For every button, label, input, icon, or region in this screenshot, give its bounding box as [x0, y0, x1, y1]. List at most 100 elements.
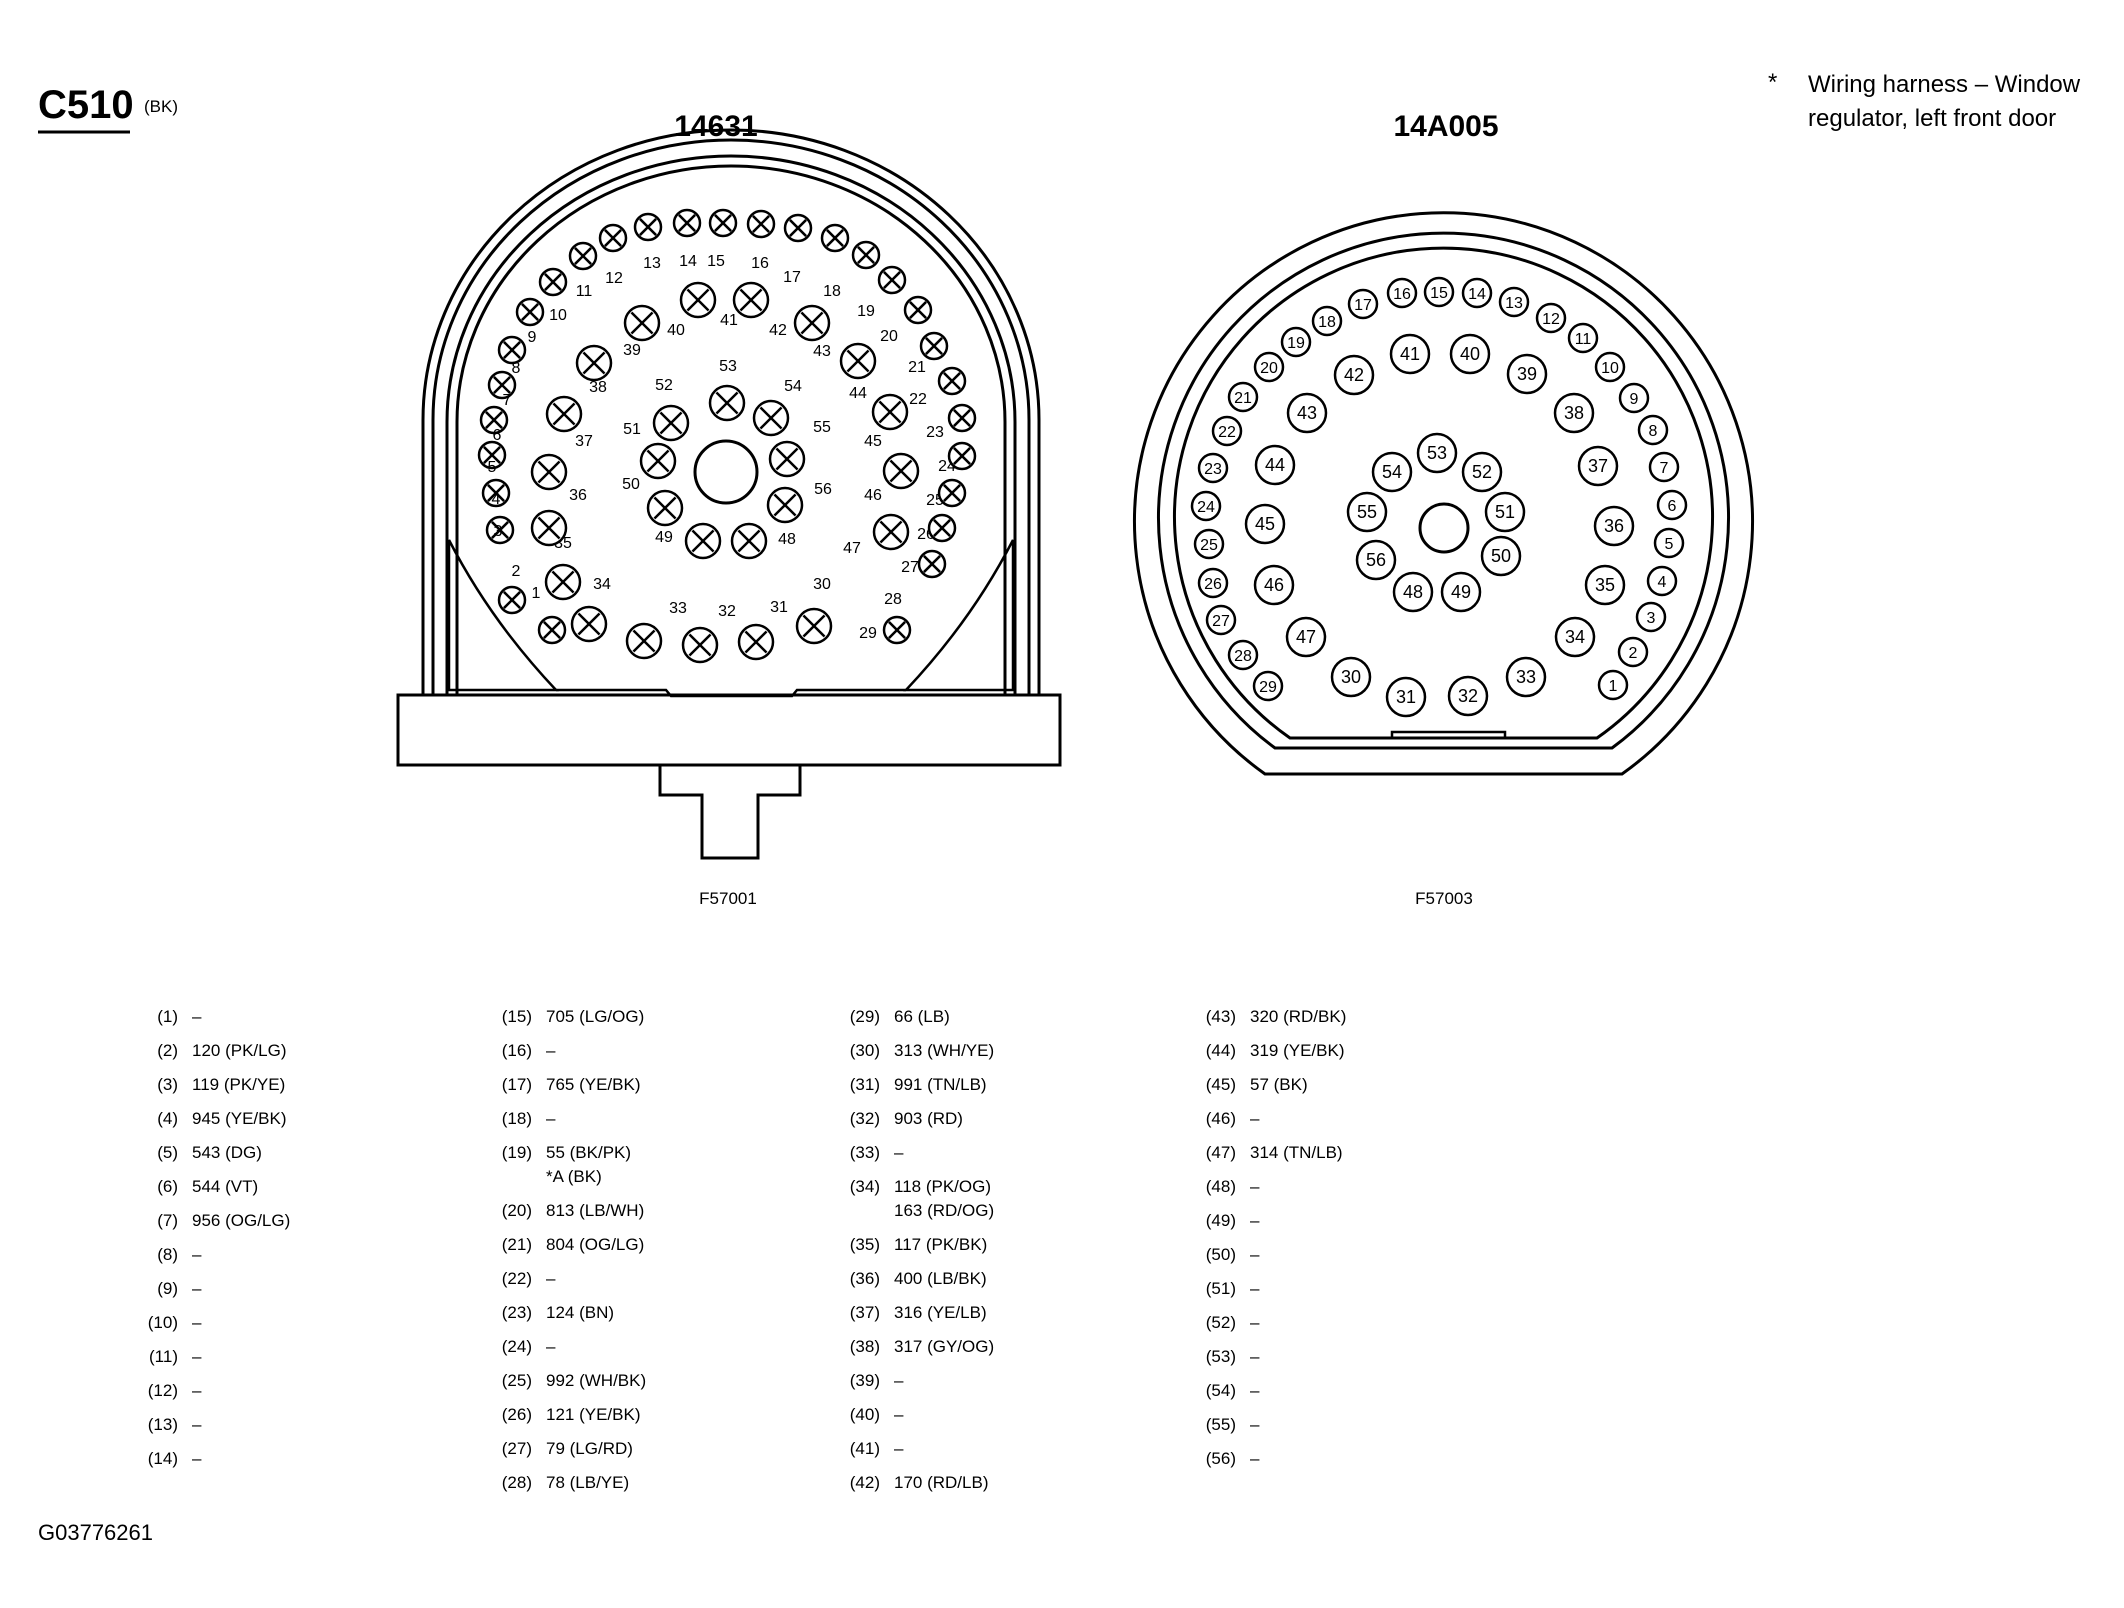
pinout-wire-line: –	[1250, 1381, 1260, 1400]
pinout-wire-value: –	[546, 1267, 555, 1291]
pin-cavity: 45	[1244, 503, 1286, 545]
pin-number-label: 5	[1665, 536, 1674, 553]
pin-cavity: 32	[1447, 675, 1489, 717]
pinout-wire-line: –	[1250, 1347, 1260, 1366]
blocked-pin-cavity: 2	[497, 563, 527, 615]
pinout-pin-number: (46)	[1205, 1109, 1236, 1128]
pin-number-label: 23	[926, 424, 944, 441]
pinout-pin-number: (35)	[849, 1235, 880, 1254]
pinout-row: (29)66 (LB)	[830, 1000, 1160, 1034]
pin-number-label: 47	[1296, 627, 1316, 647]
pinout-row: (44)319 (YE/BK)	[1186, 1034, 1516, 1068]
pin-number-label: 47	[843, 540, 861, 557]
blocked-pin-cavity: 39	[575, 342, 641, 382]
pinout-wire-line: 956 (OG/LG)	[192, 1211, 291, 1230]
pinout-row: (10)–	[128, 1306, 458, 1340]
pinout-wire-line: 79 (LG/RD)	[546, 1439, 633, 1458]
pinout-wire-line: –	[1250, 1177, 1260, 1196]
pinout-wire-line: –	[894, 1371, 904, 1390]
pin-number-label: 4	[492, 491, 501, 508]
blocked-pin-cavity: 1	[532, 585, 567, 645]
pinout-pin-number: (23)	[501, 1303, 532, 1322]
pin-number-label: 52	[655, 377, 673, 394]
pinout-row: (41)–	[830, 1432, 1160, 1466]
pin-cavity: 44	[1254, 444, 1296, 486]
pinout-wire-line: 903 (RD)	[894, 1109, 963, 1128]
pin-cavity: 50	[1480, 535, 1522, 577]
pinout-wire-line: –	[1250, 1109, 1260, 1128]
pin-cavity: 22	[1211, 415, 1243, 447]
pinout-wire-line: 124 (BN)	[546, 1303, 615, 1322]
pinout-row: (24)–	[482, 1330, 812, 1364]
blocked-pin-cavity: 47	[843, 513, 910, 557]
pinout-wire-value: –	[1250, 1345, 1259, 1369]
pin-number-label: 38	[589, 379, 607, 396]
pinout-wire-line: 765 (YE/BK)	[546, 1075, 641, 1094]
pin-number-label: 39	[1517, 364, 1537, 384]
pinout-pin-number: (16)	[501, 1041, 532, 1060]
pinout-wire-value: 813 (LB/WH)	[546, 1199, 644, 1223]
pinout-row: (2)120 (PK/LG)	[128, 1034, 458, 1068]
pinout-wire-value: –	[1250, 1277, 1259, 1301]
pinout-wire-line: 118 (PK/OG)	[894, 1177, 991, 1196]
pin-number-label: 40	[1460, 344, 1480, 364]
pinout-wire-value: –	[1250, 1447, 1259, 1471]
pinout-wire-value: 78 (LB/YE)	[546, 1471, 629, 1495]
pin-cavity: 28	[1227, 639, 1259, 671]
pinout-wire-value: –	[192, 1277, 201, 1301]
pinout-wire-value: 945 (YE/BK)	[192, 1107, 287, 1131]
pinout-wire-line: –	[192, 1279, 202, 1298]
blocked-pin-cavity: 23	[926, 366, 967, 441]
pinout-pin-number: (52)	[1205, 1313, 1236, 1332]
pinout-pin-number: (9)	[157, 1279, 178, 1298]
pin-number-label: 22	[1218, 424, 1236, 441]
pin-number-label: 6	[1668, 498, 1677, 515]
blocked-pin-cavity: 14	[672, 208, 702, 270]
pinout-wire-line: 945 (YE/BK)	[192, 1109, 287, 1128]
pinout-pin-number: (47)	[1205, 1143, 1236, 1162]
blocked-pin-cavity: 12	[598, 223, 628, 287]
pin-number-label: 54	[1382, 462, 1402, 482]
pinout-wire-value: –	[546, 1039, 555, 1063]
pin-number-label: 5	[488, 459, 497, 476]
pin-number-label: 36	[569, 487, 587, 504]
pin-number-label: 15	[707, 253, 725, 270]
pinout-pin-number: (34)	[849, 1177, 880, 1196]
pin-cavity: 11	[1567, 322, 1599, 354]
pin-number-label: 50	[1491, 546, 1511, 566]
pin-number-label: 31	[1396, 687, 1416, 707]
pin-cavity: 38	[1553, 392, 1595, 434]
pin-cavity: 39	[1506, 353, 1548, 395]
pinout-wire-line: 163 (RD/OG)	[894, 1201, 995, 1220]
pin-number-label: 21	[908, 359, 926, 376]
pinout-wire-value: 956 (OG/LG)	[192, 1209, 290, 1233]
pinout-pin-number: (3)	[157, 1075, 178, 1094]
pin-number-label: 37	[575, 433, 593, 450]
pin-number-label: 2	[512, 563, 521, 580]
pinout-column-2: (15)705 (LG/OG)(16)–(17)765 (YE/BK)(18)–…	[482, 1000, 812, 1500]
pinout-wire-line: –	[192, 1381, 202, 1400]
pin-cavity: 29	[1252, 670, 1284, 702]
pin-number-label: 45	[1255, 514, 1275, 534]
blocked-pin-cavity: 17	[783, 213, 813, 286]
pinout-row: (35)117 (PK/BK)	[830, 1228, 1160, 1262]
pin-number-label: 11	[1575, 331, 1592, 348]
pinout-pin-number: (38)	[849, 1337, 880, 1356]
pin-number-label: 16	[1393, 286, 1411, 303]
pin-cavity: 5	[1653, 527, 1685, 559]
pin-number-label: 25	[1200, 537, 1218, 554]
pinout-pin-number: (51)	[1205, 1279, 1236, 1298]
pin-number-label: 7	[503, 392, 512, 409]
pinout-row: (17)765 (YE/BK)	[482, 1068, 812, 1102]
pin-number-label: 13	[643, 255, 661, 272]
pin-number-label: 37	[1588, 456, 1608, 476]
pin-cavity: 20	[1253, 351, 1285, 383]
pin-number-label: 30	[1341, 667, 1361, 687]
pinout-row: (38)317 (GY/OG)	[830, 1330, 1160, 1364]
pin-number-label: 45	[864, 433, 882, 450]
pinout-row: (19)55 (BK/PK)*A (BK)	[482, 1136, 812, 1194]
pin-number-label: 27	[901, 559, 919, 576]
pinout-wire-value: –	[894, 1369, 903, 1393]
blocked-pin-cavity: 32	[681, 603, 736, 664]
